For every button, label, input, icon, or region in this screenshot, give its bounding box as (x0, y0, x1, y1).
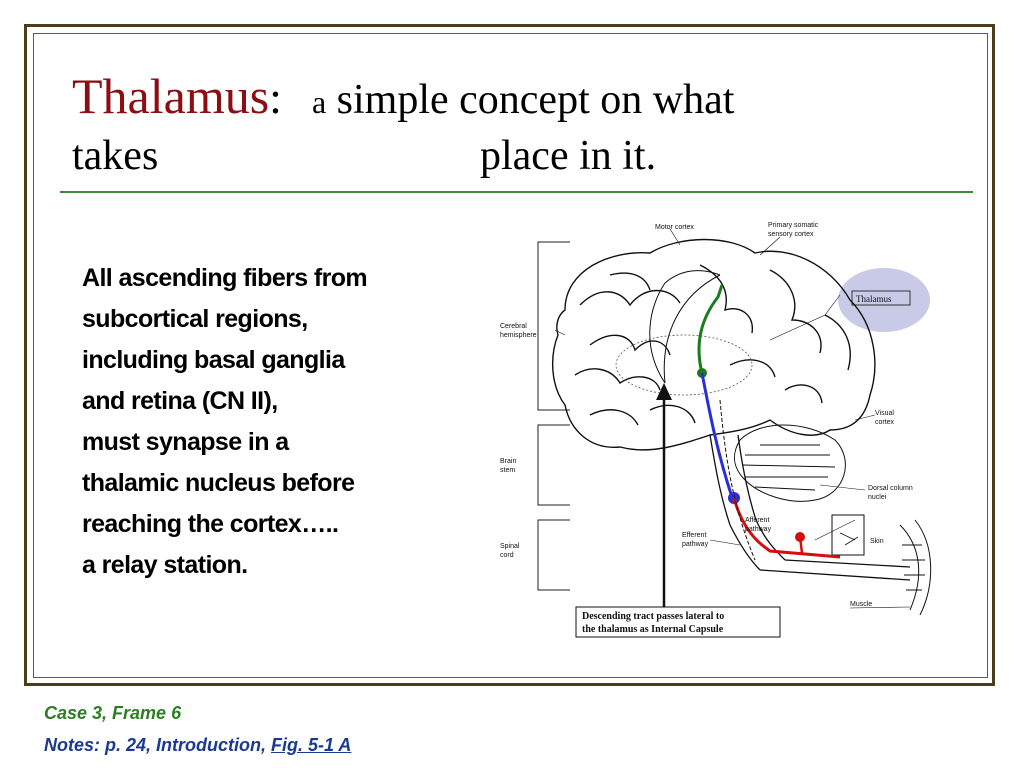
label-motor-cortex: Motor cortex (655, 224, 694, 231)
muscle (899, 519, 932, 616)
label-efferent-2: pathway (682, 541, 709, 548)
body-line: must synapse in a (82, 428, 289, 456)
title-article: a (311, 84, 327, 120)
descending-callout-box (575, 606, 781, 638)
cerebellum (734, 424, 846, 502)
slide-inner-border (33, 33, 988, 678)
title-main: Thalamus (72, 68, 270, 124)
title-line2: takes place in it. (72, 132, 952, 180)
label-efferent-1: Efferent (682, 532, 706, 539)
red-node (795, 532, 805, 542)
label-dorsal-1: Dorsal column (868, 485, 913, 492)
body-line: subcortical regions, (82, 305, 308, 333)
projection-line (663, 274, 721, 384)
body-text: All ascending fibers from subcortical re… (82, 258, 442, 586)
footer-notes-prefix: Notes: p. 24, Introduction, (44, 735, 272, 755)
title-line2-right: place in it. (480, 133, 657, 179)
label-brain-1: Brain (500, 458, 516, 465)
body-line: reaching the cortex….. (82, 510, 339, 538)
region-brackets (537, 241, 570, 591)
label-leaders (554, 228, 911, 609)
label-visual-1: Visual (875, 410, 894, 417)
title-rest: simple concept on what (326, 77, 735, 123)
thalamus-diagram: Motor cortex Primary somatic sensory cor… (500, 222, 932, 638)
label-descending-1: Descending tract passes lateral to (582, 611, 724, 622)
brainstem-spinal-cord (709, 434, 911, 581)
label-skin: Skin (870, 538, 884, 545)
body-line: All ascending fibers from (82, 264, 368, 292)
footer-case: Case 3, Frame 6 (44, 703, 182, 723)
blue-pathway (700, 372, 734, 498)
body-line: thalamic nucleus before (82, 469, 355, 497)
label-brain-2: stem (500, 467, 515, 474)
projection-line (649, 282, 666, 384)
label-spinal-2: cord (500, 552, 514, 559)
figure-link[interactable]: Fig. 5-1 A (271, 735, 352, 755)
cortex-line (664, 270, 721, 284)
descending-arrow (656, 383, 672, 607)
thalamus-region (615, 334, 753, 396)
efferent-line (719, 399, 756, 561)
label-cerebral-2: hemisphere (500, 332, 537, 339)
skin-box (831, 514, 865, 556)
green-pathway (697, 284, 724, 374)
label-primary-somatic-1: Primary somatic (768, 222, 819, 229)
thalamus-label-box (851, 290, 911, 306)
label-muscle: Muscle (850, 601, 872, 608)
slide-title: Thalamus: a simple concept on what (72, 70, 952, 123)
body-line: and retina (CN II), (82, 387, 278, 415)
title-divider (60, 191, 973, 193)
label-descending-2: the thalamus as Internal Capsule (582, 624, 724, 635)
body-line: including basal ganglia (82, 346, 345, 374)
footer-notes: Notes: p. 24, Introduction, Fig. 5-1 A (44, 735, 351, 756)
label-afferent-1: Afferent (745, 517, 769, 524)
label-afferent-2: pathway (745, 526, 772, 533)
brain-outline (551, 238, 876, 451)
skin-receptor (839, 532, 859, 546)
label-visual-2: cortex (875, 419, 895, 426)
label-thalamus: Thalamus (856, 294, 892, 304)
label-cerebral-1: Cerebral (500, 323, 527, 330)
red-pathway (732, 497, 841, 559)
title-line2-left: takes (72, 133, 159, 179)
label-primary-somatic-2: sensory cortex (768, 231, 814, 238)
title-colon: : (269, 72, 282, 123)
thalamus-bubble (838, 268, 930, 332)
label-spinal-1: Spinal (500, 543, 520, 550)
body-line: a relay station. (82, 551, 248, 579)
slide-outer-border (24, 24, 995, 686)
label-dorsal-2: nuclei (868, 494, 887, 501)
